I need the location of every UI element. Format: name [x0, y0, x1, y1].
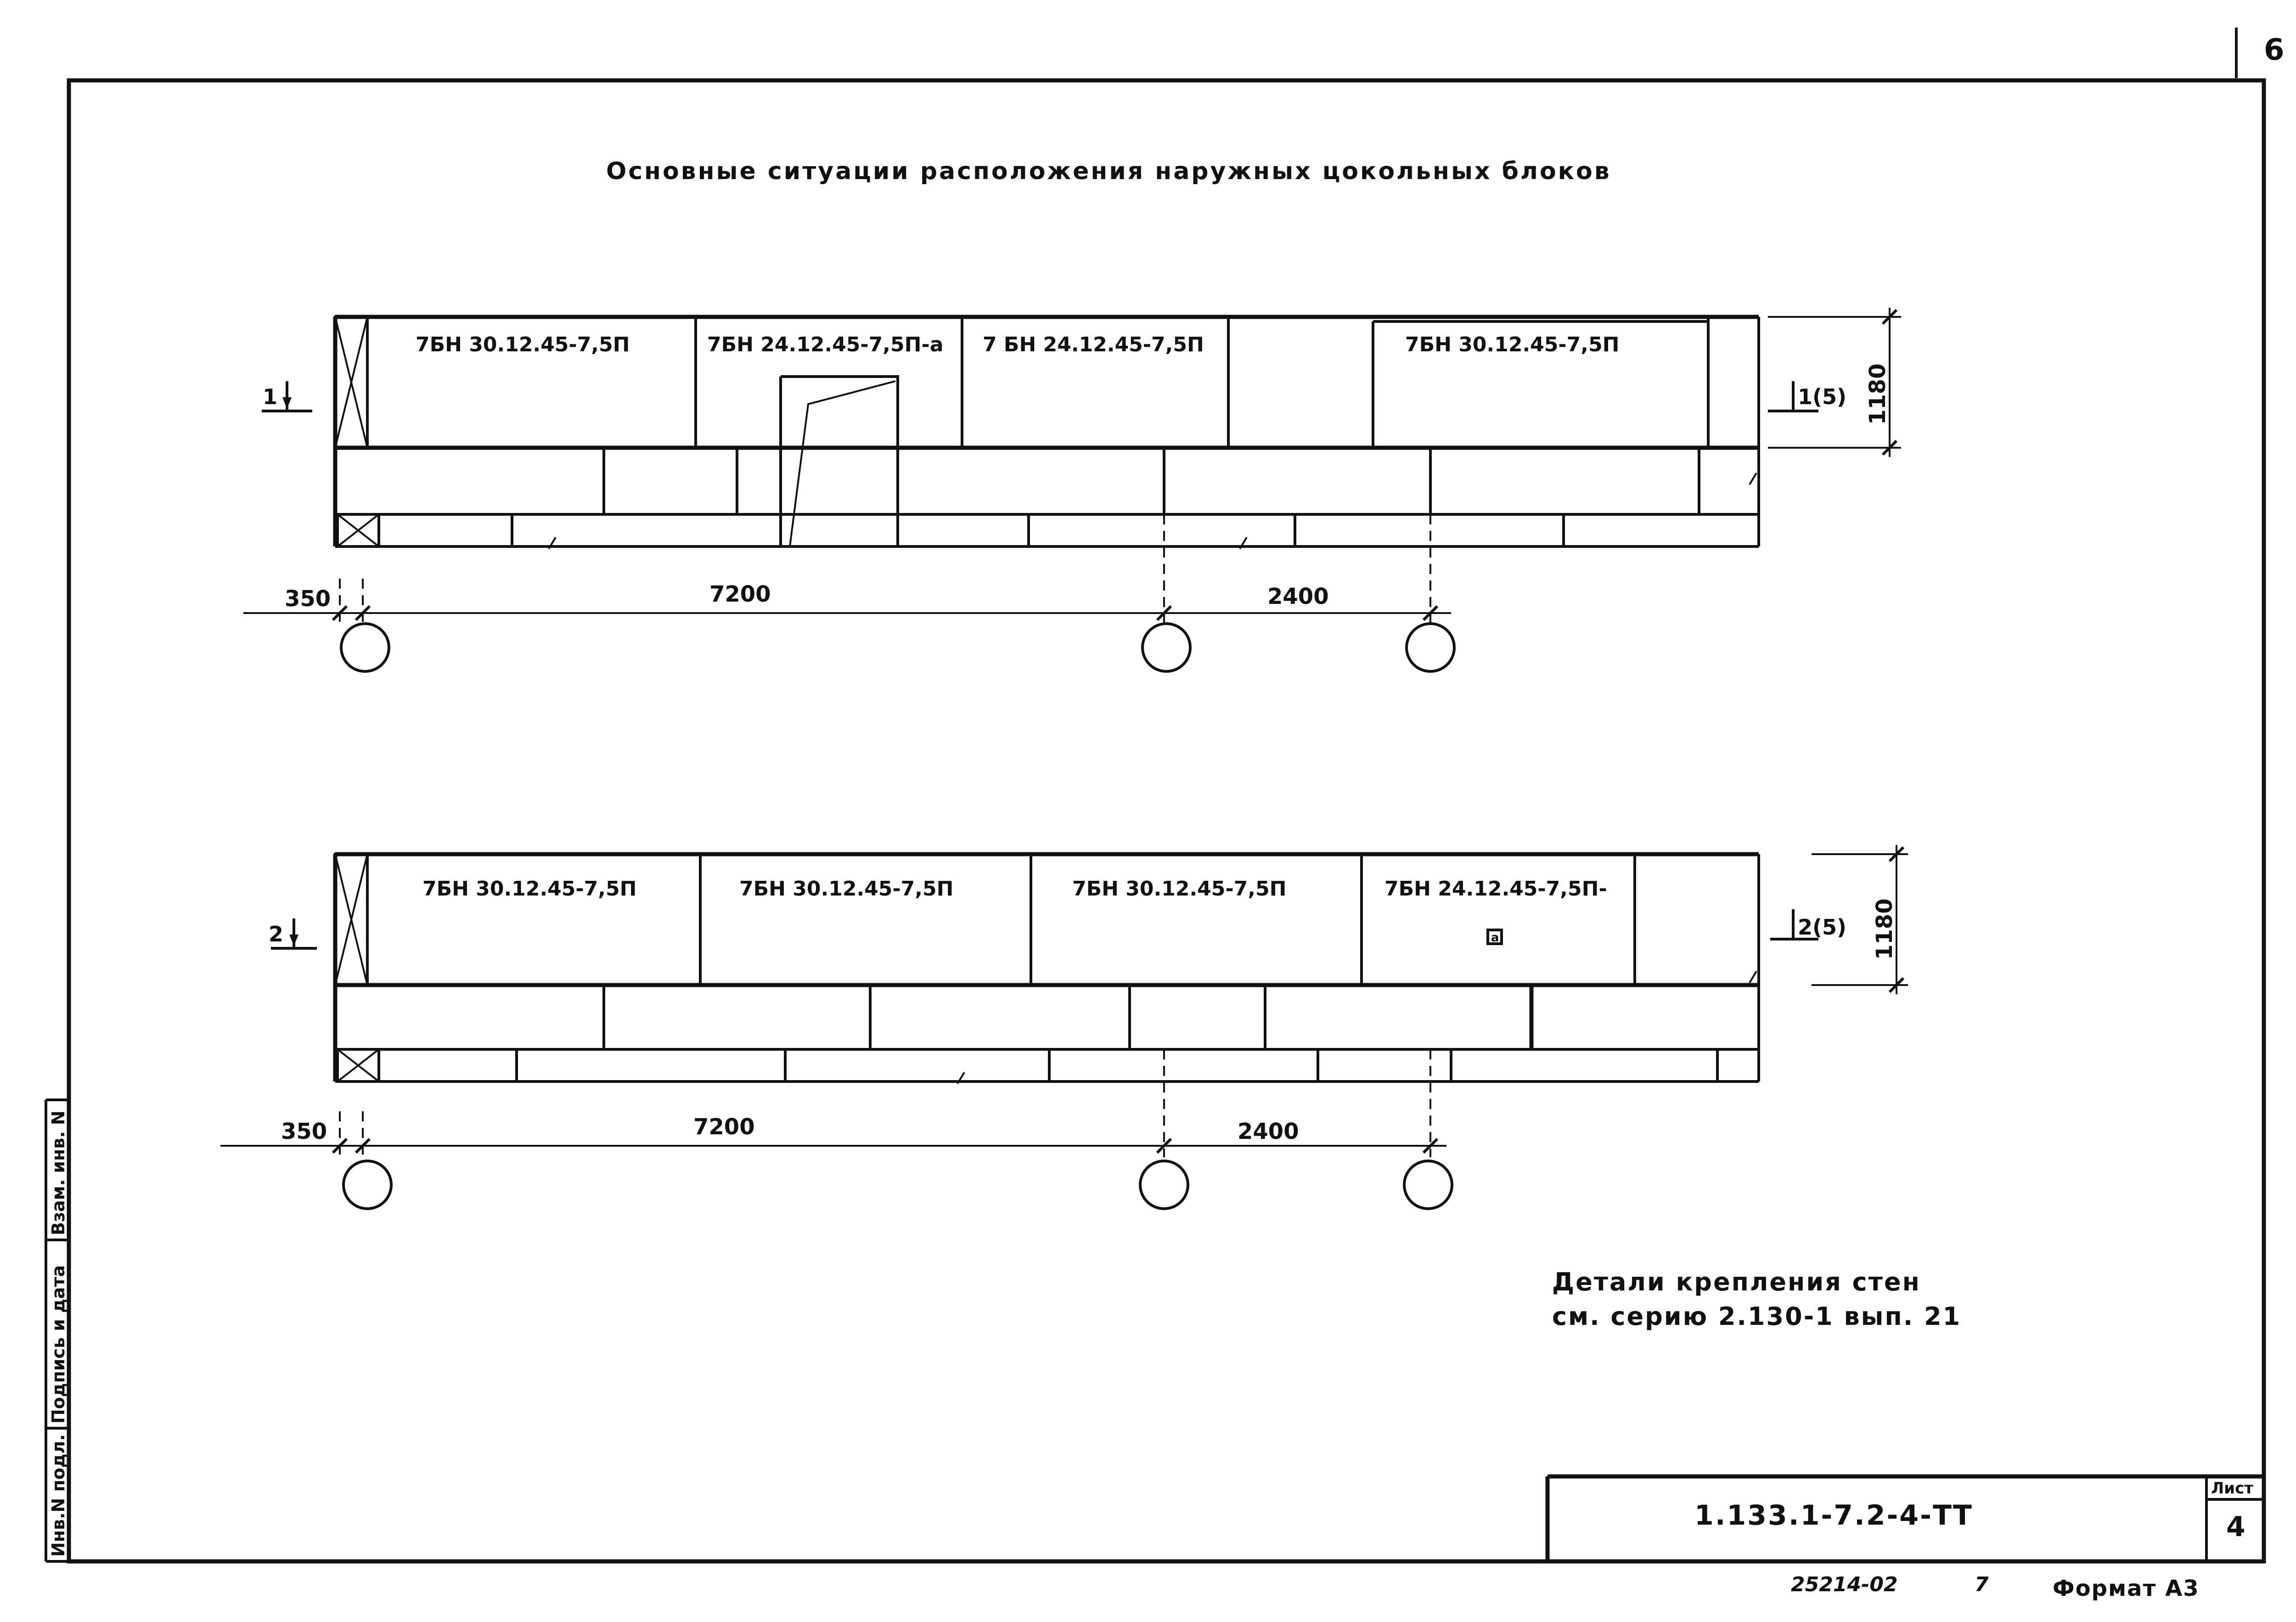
d1-height-dim-lines [1768, 308, 1901, 457]
d2-corner-cross-b [334, 854, 368, 986]
d2-block-label-3: 7БН 30.12.45-7,5П [1072, 877, 1286, 901]
page-number: 6 [2264, 33, 2285, 67]
d2-axis-lines [339, 1049, 1431, 1157]
d1-break-marks [548, 472, 1757, 550]
d1-corner-post [334, 315, 369, 449]
note-line-2: см. серию 2.130-1 вып. 21 [1552, 1302, 1961, 1331]
sheet-number: 4 [2226, 1511, 2245, 1543]
d2-section-arrow-left [289, 935, 298, 946]
d1-dim-350: 350 [285, 586, 331, 612]
d2-dim-350: 350 [281, 1119, 327, 1144]
d1-axis-bubble-1 [340, 622, 390, 673]
d1-section-mark-right [1768, 381, 1818, 412]
stamp-inv-podl: Инв.N подл. [48, 1434, 68, 1557]
d2-corner-post [334, 853, 369, 986]
sheet-frame [67, 78, 2266, 1564]
d1-corner-cross-b [334, 316, 368, 448]
format-label: Формат А3 [2053, 1576, 2200, 1601]
d2-block-label-2: 7БН 30.12.45-7,5П [739, 877, 953, 901]
d2-block-label-1: 7БН 30.12.45-7,5П [422, 877, 636, 901]
d2-section-number: 2 [269, 922, 283, 946]
d1-dim-7200: 7200 [709, 581, 771, 607]
d1-dim-ticks [332, 605, 1439, 621]
d1-gap-mask [1231, 321, 1373, 445]
d1-section-number: 1 [263, 384, 277, 409]
d2-break-marks [957, 970, 1757, 1085]
d1-block-label-2: 7БН 24.12.45-7,5П-а [707, 333, 943, 356]
d1-block-label-3: 7 БН 24.12.45-7,5П [983, 333, 1204, 356]
d1-dim-2400: 2400 [1267, 584, 1329, 609]
stamp-podpis-data: Подпись и дата [48, 1265, 68, 1424]
d1-axis-lines [339, 514, 1431, 625]
d1-axis-bubble-2 [1141, 622, 1192, 673]
copy-number: 7 [1975, 1573, 1989, 1596]
d2-axis-bubble-1 [342, 1160, 393, 1210]
side-stamp: Инв.N подл. Подпись и дата Взам. инв. N [45, 1098, 70, 1563]
d2-dim-2400: 2400 [1238, 1119, 1299, 1144]
d1-axis-bubble-3 [1405, 622, 1456, 673]
d1-lower-corner [336, 513, 380, 548]
d1-door-leaf [789, 380, 896, 547]
d1-door-opening [779, 375, 899, 546]
d1-block-label-4: 7БН 30.12.45-7,5П [1405, 333, 1619, 356]
diagram-1: 7БН 30.12.45-7,5П 7БН 24.12.45-7,5П-а 7 … [243, 308, 1901, 673]
title-block-frame [1545, 1474, 2264, 1561]
sheet-cell [2205, 1476, 2264, 1561]
diagram-2: 7БН 30.12.45-7,5П 7БН 30.12.45-7,5П 7БН … [220, 845, 1908, 1210]
d2-axis-bubble-2 [1139, 1160, 1189, 1210]
side-stamp-grid [45, 1098, 70, 1563]
d1-block-label-1: 7БН 30.12.45-7,5П [416, 333, 630, 356]
drawing-designation: 1.133.1-7.2-4-ТТ [1694, 1499, 1973, 1532]
d2-height-value: 1180 [1872, 898, 1897, 960]
d2-height-dim-ticks [1888, 846, 1905, 993]
drawing-title: Основные ситуации расположения наружных … [606, 158, 1611, 185]
d2-lower-corner [336, 1048, 380, 1083]
title-block: 1.133.1-7.2-4-ТТ Лист 4 [1545, 1474, 2264, 1561]
d2-opening-mark: а [1491, 931, 1499, 945]
d1-height-dim-ticks [1881, 309, 1898, 456]
d2-section-mark-right [1770, 909, 1818, 941]
d2-opening-marker [1486, 929, 1503, 945]
order-number: 25214-02 [1791, 1573, 1898, 1596]
sheet-label: Лист [2211, 1479, 2253, 1498]
d2-lower-corner-cross-b [337, 1048, 380, 1082]
d1-height-value: 1180 [1865, 363, 1891, 425]
d1-section-ref: 1(5) [1798, 384, 1846, 409]
d2-dim-ticks [332, 1138, 1439, 1154]
d2-axis-bubble-3 [1403, 1160, 1453, 1210]
stamp-vzam-inv: Взам. инв. N [48, 1110, 68, 1235]
d2-section-ref: 2(5) [1798, 915, 1846, 940]
d2-height-dim-lines [1812, 845, 1908, 994]
d1-gap-outline [1227, 320, 1710, 448]
d2-block-label-4: 7БН 24.12.45-7,5П- [1384, 877, 1607, 901]
d1-lower-corner-cross-b [337, 513, 380, 547]
note-line-1: Детали крепления стен [1552, 1267, 1921, 1296]
d2-dim-7200: 7200 [693, 1114, 755, 1140]
d1-section-arrow-left [282, 397, 292, 409]
